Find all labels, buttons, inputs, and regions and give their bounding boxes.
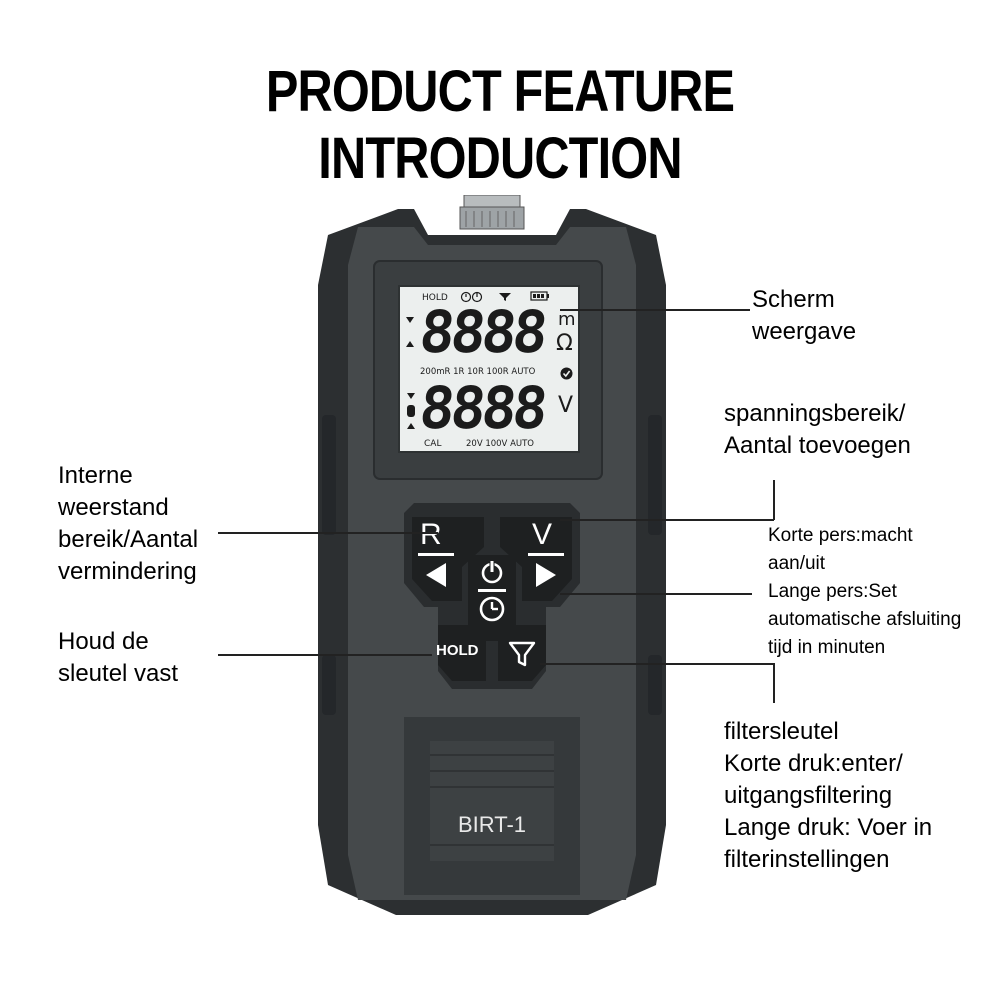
- r-key-label[interactable]: R: [420, 518, 442, 551]
- v-key-shape: [500, 517, 572, 601]
- lcd-filter-icon: [499, 293, 511, 301]
- voltage-leader-line: [560, 519, 774, 521]
- lcd-limit-icons: [406, 317, 414, 347]
- lcd-resistance-ranges: 200mR 1R 10R 100R AUTO: [420, 367, 536, 377]
- resistance-leader-line: [218, 532, 438, 534]
- lcd-level-icons: [407, 393, 415, 429]
- lcd-screen: HOLD 8888 m Ω 200mR 1R 10R 100R AUTO 888…: [398, 285, 580, 453]
- lcd-timer-power-icon: [460, 291, 483, 303]
- screen-leader-line: [560, 309, 750, 311]
- lcd-unit-milli: m: [558, 309, 576, 330]
- lcd-resistance-digits: 8888: [416, 298, 548, 366]
- voltage-callout: spanningsbereik/Aantal toevoegen: [724, 400, 911, 459]
- filter-leader-line: [540, 663, 774, 665]
- lcd-voltage-digits: 8888: [416, 374, 548, 442]
- hold-key-shape: [438, 625, 486, 681]
- r-key-shape: [412, 517, 484, 601]
- lcd-check-icon: [560, 367, 573, 380]
- lcd-cal-indicator: CAL: [424, 439, 442, 449]
- filter-key-shape: [498, 625, 546, 681]
- v-key-label[interactable]: V: [532, 518, 553, 551]
- power-leader-line: [560, 593, 752, 595]
- hold-leader-line: [218, 654, 432, 656]
- lcd-unit-volt: V: [558, 393, 574, 418]
- voltage-leader-line-vertical: [773, 480, 775, 520]
- lcd-unit-ohm: Ω: [556, 331, 573, 356]
- page-title: PRODUCT FEATURE INTRODUCTION: [265, 59, 735, 191]
- lcd-hold-indicator: HOLD: [422, 293, 448, 303]
- hold-key-label[interactable]: HOLD: [436, 642, 479, 659]
- filter-button[interactable]: [498, 625, 546, 681]
- lcd-voltage-ranges: 20V 100V AUTO: [466, 439, 534, 449]
- lcd-battery-icon: [530, 291, 549, 301]
- filter-leader-line-vertical: [773, 663, 775, 703]
- model-label: BIRT-1: [457, 812, 527, 837]
